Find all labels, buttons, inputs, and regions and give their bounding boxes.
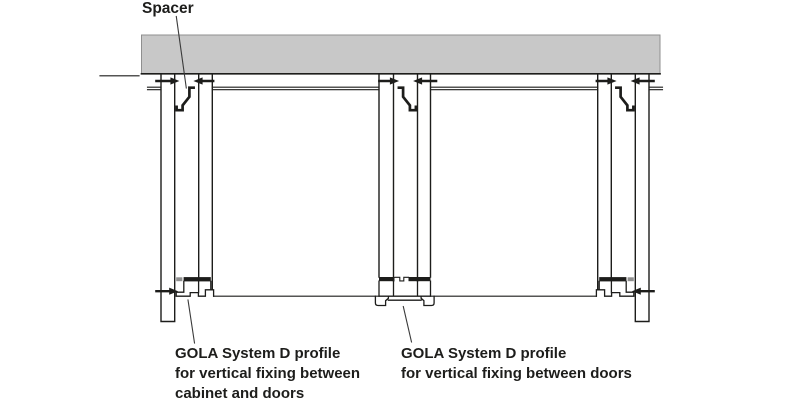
spacer-leader: [175, 15, 187, 89]
profile-feet: [374, 295, 435, 307]
label-left-leader: [187, 299, 196, 344]
label-line: for vertical fixing between: [175, 365, 361, 382]
arrow-right-icon: [607, 77, 617, 85]
profile-outline: [595, 280, 635, 297]
label-profile-cabinet-doors: GOLA System D profile for vertical fixin…: [175, 344, 360, 400]
arrow-tails: [155, 79, 655, 293]
spacer-label: Spacer: [142, 0, 194, 17]
profile-bottom-right: [595, 277, 635, 297]
label-line: for vertical fixing between doors: [401, 365, 632, 382]
profile-top-notch: [394, 276, 410, 282]
leader-lines: [175, 15, 413, 344]
arrow-left-icon: [632, 287, 641, 295]
spacer-left: [175, 86, 195, 112]
spacers: [175, 86, 635, 112]
spacer-clip-gray: [176, 277, 183, 282]
label-line: GOLA System D profile: [401, 345, 567, 362]
arrow-left-icon: [413, 77, 423, 85]
label-profile-between-doors: GOLA System D profile for vertical fixin…: [401, 344, 632, 384]
door-top-edges: [146, 86, 664, 91]
arrow-left-icon: [630, 77, 640, 85]
arrow-right-icon: [389, 77, 400, 85]
spacer-clip-gray: [627, 277, 634, 282]
profile-bottom-left: [175, 277, 215, 297]
profile-bottom-middle: [374, 276, 435, 307]
line-art: [99, 15, 664, 344]
arrow-left-icon: [193, 77, 203, 85]
profile-outline: [175, 280, 215, 297]
direction-arrows: [155, 77, 655, 295]
label-line: cabinet and doors: [175, 385, 305, 400]
profile-clip-black: [599, 277, 627, 282]
arrow-right-icon: [170, 77, 180, 85]
spacer-middle: [397, 86, 418, 112]
profile-body: [378, 280, 432, 297]
spacer-right: [615, 86, 635, 112]
profile-clip-black-right: [408, 277, 431, 282]
arrow-right-icon: [169, 287, 178, 295]
worktop: [141, 34, 661, 75]
vertical-panels: [160, 73, 650, 323]
profile-clip-black-left: [379, 277, 395, 282]
profile-clip-black: [183, 277, 211, 282]
label-line: GOLA System D profile: [175, 345, 341, 362]
label-middle-leader: [402, 305, 413, 343]
